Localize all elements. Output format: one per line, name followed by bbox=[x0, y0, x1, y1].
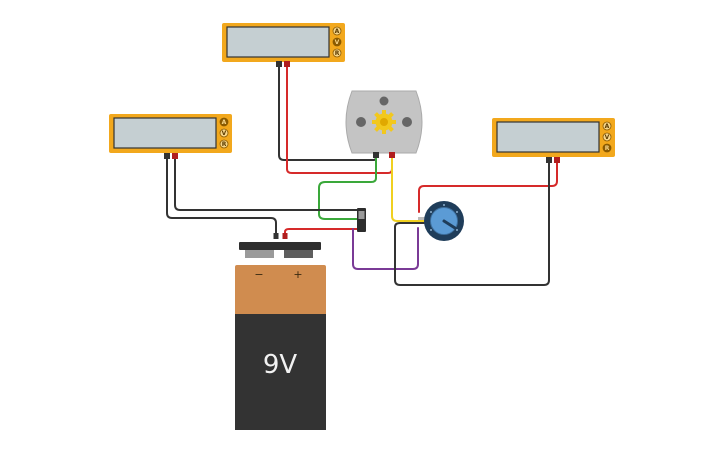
mode-label-v: V bbox=[222, 130, 227, 137]
wire-black-left-meter-to-switch[interactable] bbox=[174, 158, 359, 211]
mode-label-v: V bbox=[605, 134, 610, 141]
mode-label-a: A bbox=[222, 119, 227, 126]
probe-terminal-black[interactable] bbox=[546, 157, 552, 163]
pot-terminal-left[interactable] bbox=[418, 217, 427, 220]
pot-indicator bbox=[442, 219, 457, 230]
wire-black-left-meter-to-battery[interactable] bbox=[166, 158, 277, 239]
motor-screw-right bbox=[402, 117, 412, 127]
battery-bottom-body bbox=[235, 314, 326, 430]
battery-9v[interactable]: − + 9V bbox=[235, 233, 326, 430]
switch-slider[interactable] bbox=[358, 211, 365, 219]
wires bbox=[166, 65, 558, 286]
battery-top-body bbox=[235, 265, 326, 317]
potentiometer[interactable] bbox=[418, 201, 464, 241]
battery-neg-terminal[interactable] bbox=[245, 250, 274, 258]
probe-terminal-red[interactable] bbox=[172, 153, 178, 159]
probe-terminal-black[interactable] bbox=[276, 61, 282, 67]
mode-label-a: A bbox=[605, 123, 610, 130]
top-multimeter[interactable]: A V R bbox=[222, 23, 345, 67]
wire-purple-switch-to-pot[interactable] bbox=[352, 227, 419, 270]
motor-terminal-red[interactable] bbox=[389, 152, 395, 158]
motor-terminal-black[interactable] bbox=[373, 152, 379, 158]
mode-label-r: R bbox=[605, 145, 610, 152]
slide-switch[interactable] bbox=[357, 208, 366, 232]
battery-wire-clip-black[interactable] bbox=[273, 233, 279, 239]
multimeter-screen bbox=[113, 117, 217, 149]
mode-label-v: V bbox=[335, 39, 340, 46]
probe-terminal-black[interactable] bbox=[164, 153, 170, 159]
motor-screw-left bbox=[356, 117, 366, 127]
probe-terminal-red[interactable] bbox=[284, 61, 290, 67]
battery-minus-label: − bbox=[254, 268, 263, 281]
mode-dial[interactable]: A V R bbox=[219, 117, 229, 149]
battery-pos-terminal[interactable] bbox=[284, 250, 313, 258]
battery-voltage-label: 9V bbox=[263, 350, 298, 380]
battery-cap bbox=[239, 242, 321, 250]
mode-dial[interactable]: A V R bbox=[332, 26, 342, 58]
wire-red-right-meter-to-pot[interactable] bbox=[418, 158, 558, 213]
wire-yellow-motor-to-pot[interactable] bbox=[391, 155, 425, 222]
probe-terminal-red[interactable] bbox=[554, 157, 560, 163]
mode-label-a: A bbox=[335, 28, 340, 35]
left-multimeter[interactable]: A V R bbox=[109, 114, 232, 159]
multimeter-screen bbox=[226, 26, 330, 58]
multimeter-screen bbox=[496, 121, 600, 153]
mode-dial[interactable]: A V R bbox=[602, 121, 612, 153]
battery-plus-label: + bbox=[293, 268, 302, 281]
pot-tick-marks bbox=[430, 204, 458, 231]
wire-black-right-meter-to-pot[interactable] bbox=[394, 158, 550, 286]
mode-label-r: R bbox=[222, 141, 227, 148]
dc-motor[interactable] bbox=[345, 90, 423, 158]
right-multimeter[interactable]: A V R bbox=[492, 118, 615, 163]
wire-green-motor-to-switch[interactable] bbox=[318, 155, 377, 220]
wire-red-battery-to-switch[interactable] bbox=[284, 228, 359, 239]
gear-icon bbox=[372, 110, 396, 134]
mode-label-r: R bbox=[335, 50, 340, 57]
motor-screw-top bbox=[379, 96, 389, 106]
battery-wire-clip-red[interactable] bbox=[282, 233, 288, 239]
